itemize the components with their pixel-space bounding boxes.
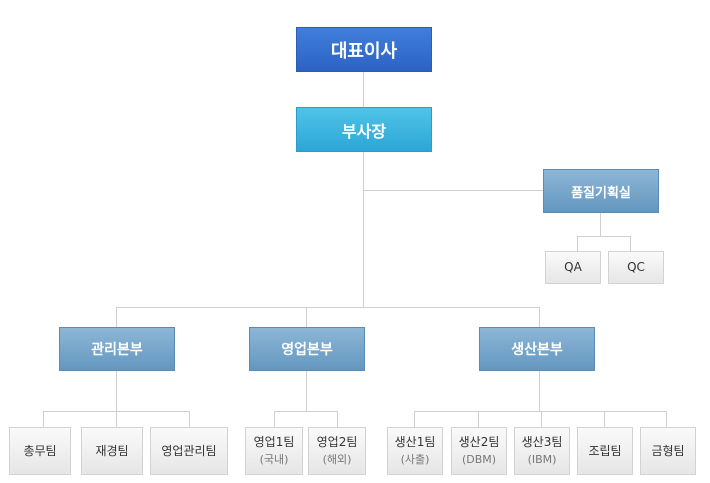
- connector-vp-trunk: [363, 152, 364, 308]
- connector-quality-office-down: [600, 213, 601, 236]
- team-name: 총무팀: [23, 443, 57, 458]
- connector-admin-t3: [189, 411, 190, 427]
- quality-office-box: 품질기획실: [543, 169, 659, 213]
- connector-div-prod: [539, 307, 540, 327]
- production-division-box: 생산본부: [479, 327, 595, 371]
- ceo-box: 대표이사: [296, 27, 432, 72]
- team-sub: (DBM): [461, 453, 497, 466]
- qa-team-label: QA: [564, 260, 582, 274]
- connector-admin-t2: [116, 411, 117, 427]
- team-production-2: 생산2팀 (DBM): [451, 427, 507, 475]
- connector-qa: [577, 236, 578, 251]
- admin-division-label: 관리본부: [91, 342, 143, 358]
- team-sub: (사출): [400, 453, 430, 466]
- team-mold: 금형팀: [640, 427, 696, 475]
- connector-sales-t1: [274, 411, 275, 427]
- connector-divisions-bar: [116, 307, 540, 308]
- vice-president-box: 부사장: [296, 107, 432, 152]
- team-name: 영업1팀: [253, 435, 295, 449]
- admin-division-box: 관리본부: [59, 327, 175, 371]
- team-sub: (IBM): [527, 453, 557, 466]
- connector-prod-t2: [478, 411, 479, 427]
- team-name: 생산2팀: [458, 435, 500, 449]
- team-sub: (국내): [259, 453, 289, 466]
- sales-division-box: 영업본부: [249, 327, 365, 371]
- connector-admin-down: [116, 371, 117, 411]
- ceo-label: 대표이사: [330, 40, 398, 62]
- team-production-3: 생산3팀 (IBM): [514, 427, 570, 475]
- production-division-label: 생산본부: [511, 342, 563, 358]
- vice-president-label: 부사장: [341, 121, 387, 141]
- team-production-1: 생산1팀 (사출): [387, 427, 443, 475]
- qa-team-box: QA: [545, 251, 601, 284]
- connector-ceo-vp: [363, 72, 364, 107]
- connector-sales-t2: [337, 411, 338, 427]
- team-name: 재경팀: [95, 443, 129, 458]
- team-sales-1: 영업1팀 (국내): [245, 427, 303, 475]
- team-name: 금형팀: [651, 443, 685, 458]
- connector-qc: [630, 236, 631, 251]
- team-sub: (해외): [322, 453, 352, 466]
- team-name: 생산1팀: [394, 435, 436, 449]
- connector-sales-teams-bar: [274, 411, 338, 412]
- sales-division-label: 영업본부: [281, 342, 333, 358]
- connector-prod-t4: [604, 411, 605, 427]
- qc-team-box: QC: [608, 251, 664, 284]
- team-name: 생산3팀: [521, 435, 563, 449]
- connector-admin-t1: [43, 411, 44, 427]
- team-finance: 재경팀: [81, 427, 143, 475]
- connector-sales-down: [306, 371, 307, 411]
- connector-prod-t1: [414, 411, 415, 427]
- connector-div-admin: [116, 307, 117, 327]
- connector-prod-t3: [541, 411, 542, 427]
- team-name: 영업2팀: [316, 435, 358, 449]
- connector-to-quality-office: [363, 190, 543, 191]
- team-sales-2: 영업2팀 (해외): [308, 427, 366, 475]
- connector-prod-t5: [666, 411, 667, 427]
- team-sales-management: 영업관리팀: [150, 427, 228, 475]
- team-general-affairs: 총무팀: [9, 427, 71, 475]
- team-name: 조립팀: [588, 443, 622, 458]
- connector-div-sales: [306, 307, 307, 327]
- team-assembly: 조립팀: [577, 427, 633, 475]
- qc-team-label: QC: [627, 260, 645, 274]
- connector-quality-teams-bar: [577, 236, 630, 237]
- quality-office-label: 품질기획실: [571, 185, 631, 201]
- connector-prod-teams-bar: [414, 411, 666, 412]
- connector-prod-down: [539, 371, 540, 411]
- team-name: 영업관리팀: [161, 443, 217, 458]
